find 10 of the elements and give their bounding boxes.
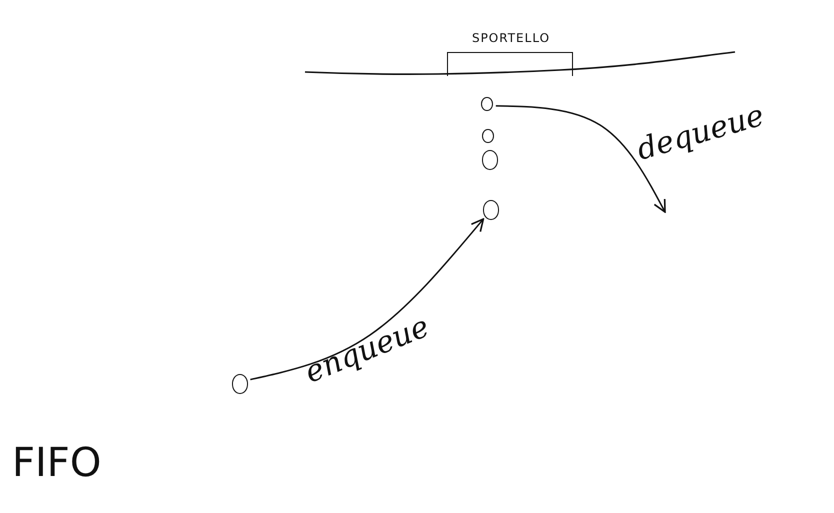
edge-label: dequeue (633, 98, 768, 168)
arrow (250, 218, 484, 380)
fifo-label: FIFO (12, 440, 102, 486)
arrow (496, 105, 666, 213)
queue-item-circle (482, 128, 494, 144)
queue-item-circle (481, 96, 493, 112)
counter-label: SPORTELLO (470, 31, 552, 45)
queue-item-circle (482, 150, 498, 170)
queue-item-circle (483, 200, 499, 220)
queue-item-circle (232, 374, 248, 394)
